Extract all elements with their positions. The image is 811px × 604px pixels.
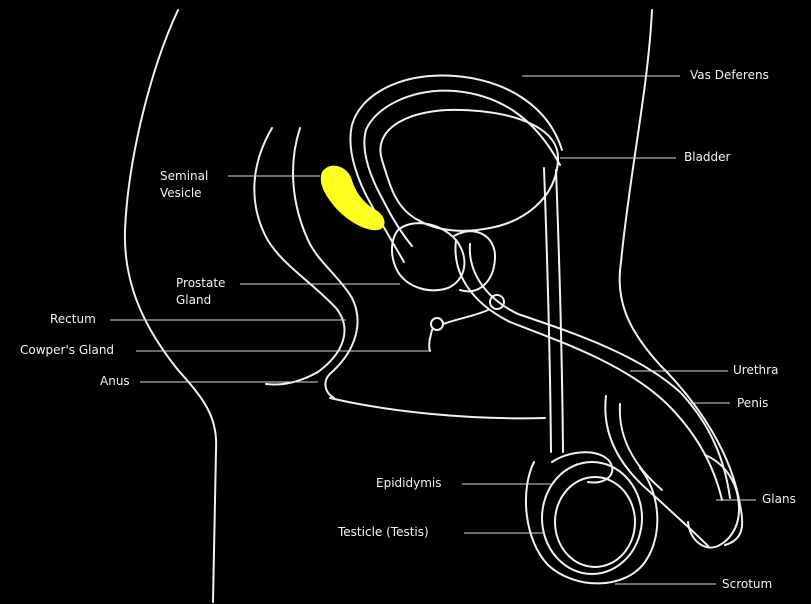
label-scrotum: Scrotum [722, 576, 772, 593]
label-rectum: Rectum [50, 311, 96, 328]
label-cowpers-gland: Cowper's Gland [20, 342, 114, 359]
label-testicle: Testicle (Testis) [338, 524, 429, 541]
label-glans: Glans [762, 491, 796, 508]
label-urethra: Urethra [733, 362, 778, 379]
label-vas-deferens: Vas Deferens [690, 67, 769, 84]
label-seminal-vesicle: Seminal Vesicle [160, 168, 230, 202]
label-anus: Anus [100, 373, 130, 390]
label-bladder: Bladder [684, 149, 730, 166]
label-penis: Penis [737, 395, 768, 412]
label-epididymis: Epididymis [376, 475, 441, 492]
label-prostate-gland: Prostate Gland [176, 275, 246, 309]
